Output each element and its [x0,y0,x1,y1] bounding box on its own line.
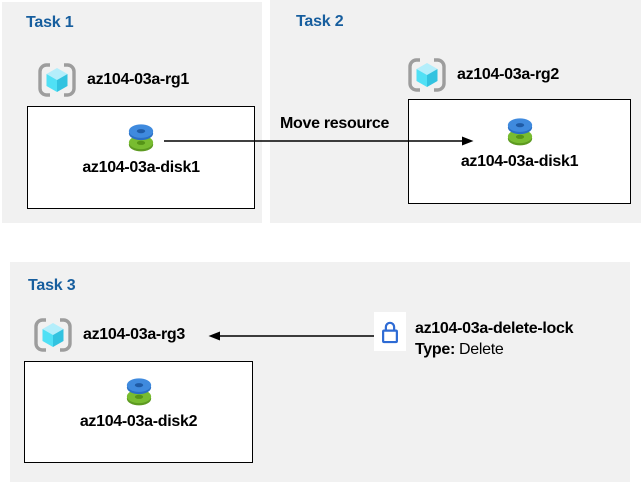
lock-type-label: Type: [415,341,455,358]
disk-label: az104-03a-disk2 [79,413,198,430]
task1-resource-box: az104-03a-disk1 [27,106,255,209]
task3-resource-group: az104-03a-rg3 [33,317,185,353]
task2-heading: Task 2 [296,13,344,30]
resource-group-label: az104-03a-rg3 [83,326,185,343]
move-resource-label: Move resource [280,115,390,132]
resource-group-icon [38,63,76,97]
task2-panel: Task 2 az104-03a-rg2 az104-03a-disk1 [270,0,641,223]
resource-group-icon [34,318,72,352]
lock-type-line: Type:Delete [415,339,573,360]
lock-text-block: az104-03a-delete-lock Type:Delete [415,312,574,360]
task3-resource-box: az104-03a-disk2 [24,361,253,463]
task1-resource-group: az104-03a-rg1 [37,62,189,98]
lock-name-label: az104-03a-delete-lock [415,320,574,337]
resource-group-label: az104-03a-rg2 [457,66,559,83]
resource-group-label: az104-03a-rg1 [87,71,189,88]
disk-label: az104-03a-disk1 [460,153,579,170]
disk-icon [507,118,532,146]
task2-resource-box: az104-03a-disk1 [408,99,631,204]
resource-group-icon [408,58,446,92]
task1-heading: Task 1 [26,14,74,31]
disk-icon [128,124,154,152]
task2-resource-group: az104-03a-rg2 [407,57,559,93]
lock-icon-tile [374,312,406,351]
disk-label: az104-03a-disk1 [82,159,200,176]
disk-icon [126,378,151,406]
task3-panel: Task 3 az104-03a-rg3 az104-03a-disk2 az1… [10,262,630,482]
lock-type-value: Delete [459,341,504,358]
lock-icon [382,321,398,343]
task3-heading: Task 3 [28,277,76,294]
task1-panel: Task 1 az104-03a-rg1 az104-03a-disk1 [2,2,262,223]
delete-lock-annotation: az104-03a-delete-lock Type:Delete [374,312,574,360]
